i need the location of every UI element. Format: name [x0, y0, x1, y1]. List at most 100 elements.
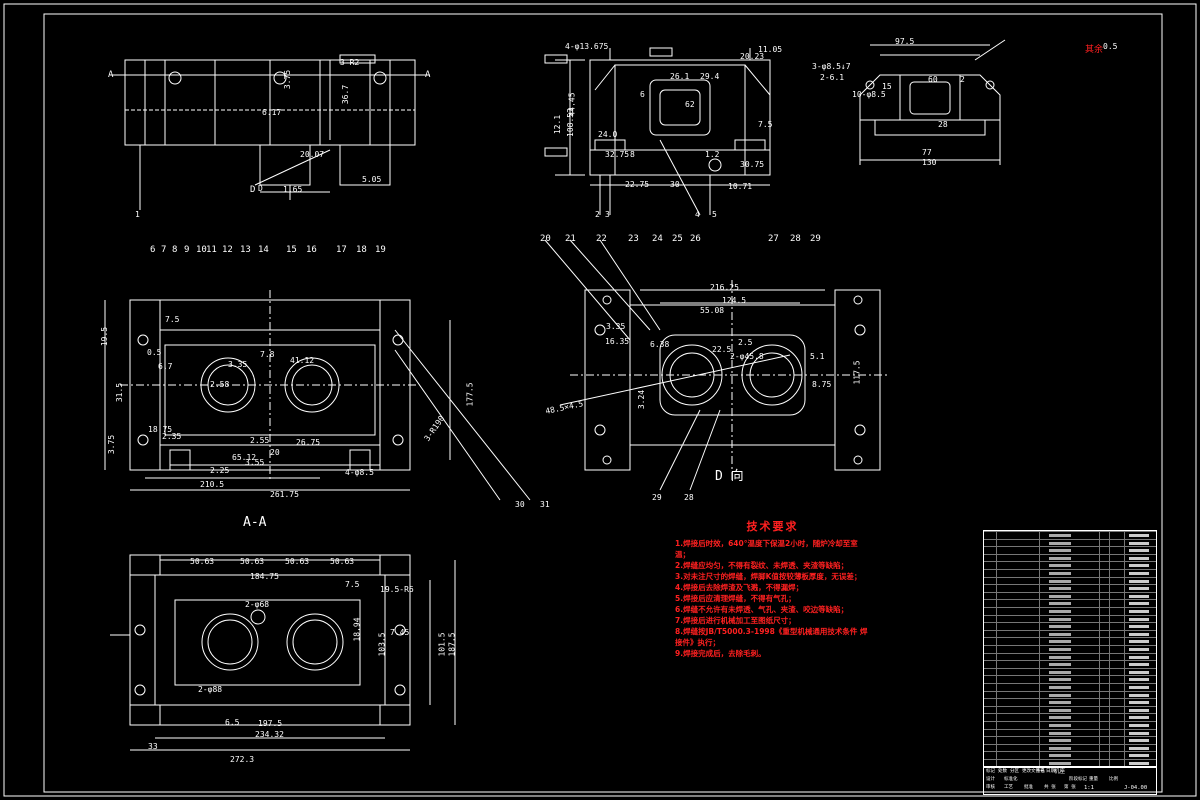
- bom-divider: [1099, 615, 1100, 623]
- title-block-label: 批准: [1024, 785, 1033, 790]
- bom-divider: [1099, 722, 1100, 729]
- dimension-label: 7.8: [260, 350, 275, 359]
- bom-row: [984, 622, 1156, 631]
- dimension-label: 26.75: [296, 438, 321, 447]
- bom-divider: [996, 638, 997, 646]
- bom-cell-fill: [1129, 686, 1149, 689]
- bom-divider: [1109, 722, 1110, 729]
- bom-divider: [1039, 630, 1040, 638]
- dimension-label: 3.35: [606, 322, 626, 331]
- bom-divider: [1124, 676, 1125, 684]
- bom-divider: [996, 646, 997, 653]
- section-marker-right: A: [425, 70, 431, 80]
- bom-divider: [1124, 608, 1125, 615]
- title-block-label: 标准化: [1004, 777, 1018, 782]
- bom-cell-fill: [1049, 617, 1071, 621]
- dimension-label: 5: [712, 210, 717, 219]
- technical-requirements: 技术要求 1.焊接后时效，640°温度下保温2小时，随炉冷却至室温；2.焊缝应均…: [675, 518, 870, 659]
- dimension-label: 22.75: [625, 180, 650, 189]
- dimension-label: 2: [595, 210, 600, 219]
- bom-divider: [996, 744, 997, 752]
- bom-row: [984, 538, 1156, 547]
- dimension-label: 29: [652, 493, 662, 502]
- title-block: 机座 1:1 J-04.00 标记处数分区更改文件号签名日期设计标准化阶段标记重…: [983, 766, 1157, 795]
- bom-cell-fill: [1129, 731, 1149, 735]
- bom-divider: [996, 570, 997, 577]
- bom-divider: [1039, 722, 1040, 729]
- bom-row: [984, 743, 1156, 752]
- dimension-label: 3.55: [245, 458, 265, 467]
- section-title: A-A: [243, 515, 267, 530]
- bom-row: [984, 607, 1156, 615]
- bom-cell-fill: [1049, 746, 1071, 750]
- bom-divider: [1109, 600, 1110, 608]
- bom-divider: [1099, 623, 1100, 631]
- dimension-label: 3.35: [228, 360, 248, 369]
- bom-divider: [1124, 570, 1125, 577]
- bom-row: [984, 675, 1156, 684]
- bom-divider: [996, 691, 997, 699]
- bom-cell-fill: [1049, 716, 1071, 720]
- part-balloon: 24: [652, 234, 663, 244]
- dimension-label: 216.25: [710, 283, 739, 292]
- bom-divider: [1099, 744, 1100, 752]
- bom-cell-fill: [1049, 640, 1071, 644]
- bom-divider: [996, 615, 997, 623]
- bom-divider: [1099, 592, 1100, 600]
- bom-cell-fill: [1049, 731, 1071, 735]
- bom-divider: [996, 608, 997, 615]
- bom-divider: [1099, 638, 1100, 646]
- dimension-label: 8.75: [812, 380, 832, 389]
- dimension-label: 272.3: [230, 755, 255, 764]
- bom-divider: [1039, 532, 1040, 539]
- bom-divider: [1039, 668, 1040, 676]
- bom-divider: [1124, 722, 1125, 729]
- bom-cell-fill: [1049, 762, 1071, 765]
- bom-divider: [1099, 661, 1100, 669]
- bom-divider: [1039, 539, 1040, 547]
- bom-cell-fill: [1129, 640, 1149, 644]
- bom-divider: [1109, 706, 1110, 714]
- part-balloon: 27: [768, 234, 779, 244]
- tech-item: 1.焊接后时效，640°温度下保温2小时，随炉冷却至室温；: [675, 539, 858, 559]
- title-block-scale: 1:1: [1084, 785, 1094, 791]
- bom-cell-fill: [1049, 541, 1071, 545]
- bom-divider: [1109, 577, 1110, 585]
- bom-divider: [1109, 668, 1110, 676]
- bom-divider: [1039, 646, 1040, 653]
- bom-divider: [1124, 760, 1125, 767]
- part-balloon: 14: [258, 245, 269, 255]
- bom-divider: [1039, 608, 1040, 615]
- dimension-label: 20.07: [300, 150, 325, 159]
- bom-divider: [996, 684, 997, 691]
- dimension-label: 184.75: [250, 572, 279, 581]
- bom-cell-fill: [1049, 663, 1071, 667]
- tech-item: 9.焊接完成后，去除毛刺。: [675, 649, 766, 658]
- bom-divider: [1124, 646, 1125, 653]
- bom-divider: [996, 729, 997, 737]
- dimension-label: 3.24: [637, 389, 647, 410]
- dimension-label: 2.25: [210, 466, 230, 475]
- part-balloon: 13: [240, 245, 251, 255]
- part-balloon: 7: [161, 245, 167, 255]
- bom-row: [984, 698, 1156, 707]
- dimension-label: 5.05: [362, 175, 382, 184]
- bom-row: [984, 728, 1156, 737]
- dimension-label: 234.32: [255, 730, 284, 739]
- dimension-label: 50.63: [330, 557, 355, 566]
- bom-divider: [1099, 570, 1100, 577]
- bom-cell-fill: [1129, 655, 1149, 659]
- bom-divider: [1124, 630, 1125, 638]
- bom-divider: [1124, 729, 1125, 737]
- dimension-label: 187.5: [447, 632, 457, 657]
- bom-cell-fill: [1049, 587, 1071, 591]
- bom-divider: [1124, 737, 1125, 745]
- bom-divider: [1109, 630, 1110, 638]
- bom-divider: [1109, 539, 1110, 547]
- bom-divider: [1124, 638, 1125, 646]
- bom-table: [983, 530, 1157, 768]
- bom-divider: [1099, 532, 1100, 539]
- bom-cell-fill: [1049, 678, 1071, 682]
- bom-divider: [1124, 653, 1125, 661]
- bom-divider: [1124, 623, 1125, 631]
